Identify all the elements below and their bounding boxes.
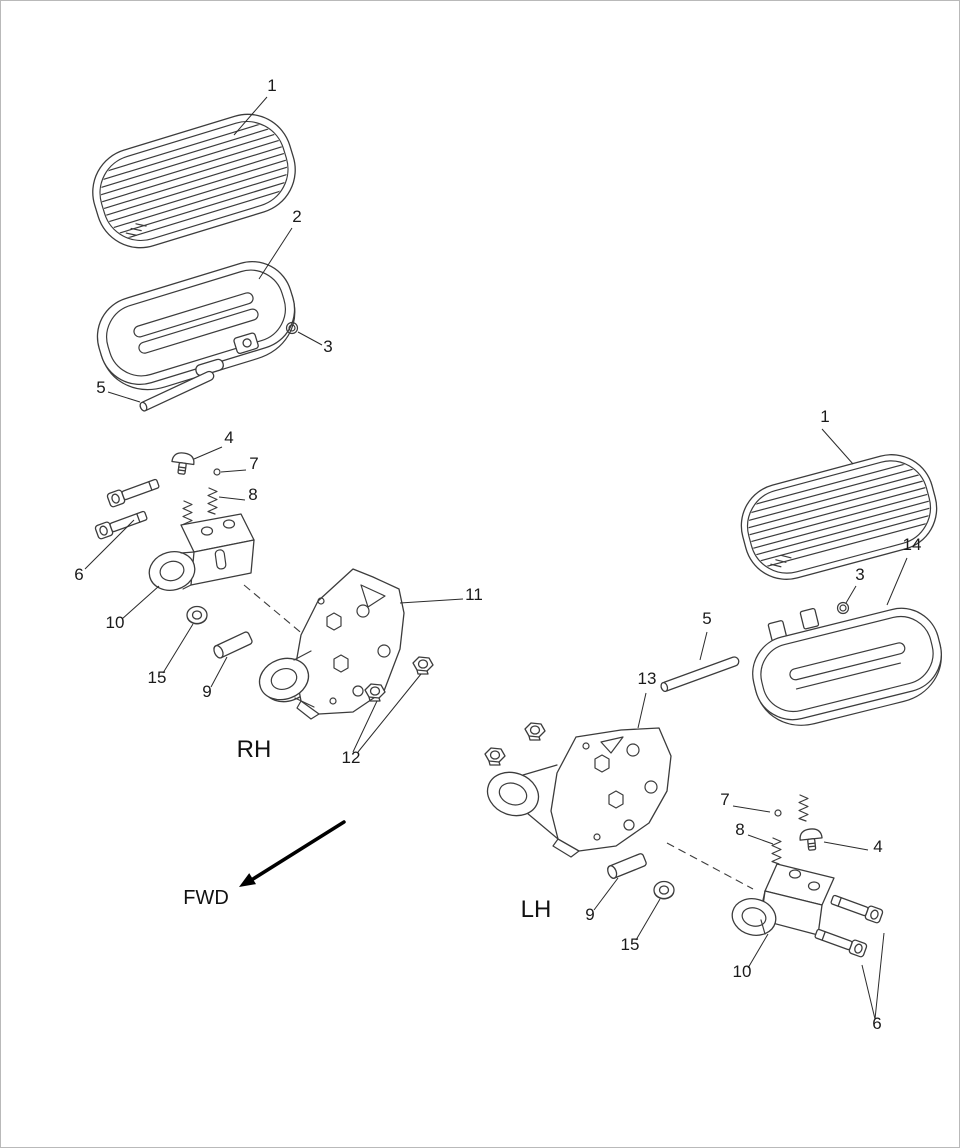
callout-rh-11: 11 bbox=[465, 585, 483, 604]
leader-line-rh-4 bbox=[193, 446, 223, 460]
callout-lh-13: 13 bbox=[638, 669, 657, 688]
leader-line-lh-6 bbox=[874, 932, 885, 1020]
leader-line-lh-6 bbox=[861, 964, 876, 1020]
lh-mount-block bbox=[731, 863, 835, 936]
rh-label: RH bbox=[237, 736, 272, 763]
leader-line-lh-4 bbox=[823, 841, 869, 851]
rh-detent-ball bbox=[213, 468, 221, 476]
leader-line-rh-10 bbox=[121, 585, 160, 620]
rh-floorboard-pad bbox=[91, 113, 297, 249]
leader-line-rh-3 bbox=[297, 331, 323, 346]
callout-lh-7: 7 bbox=[720, 790, 729, 809]
rh-bushing bbox=[186, 605, 208, 625]
leader-line-rh-6 bbox=[84, 519, 135, 570]
lh-detent-screw bbox=[798, 827, 824, 852]
callout-lh-10: 10 bbox=[733, 962, 752, 981]
leader-line-lh-7 bbox=[732, 805, 771, 813]
leader-line-lh-1 bbox=[821, 428, 854, 465]
fwd-label: FWD bbox=[183, 887, 229, 909]
leader-line-lh-10 bbox=[747, 933, 769, 969]
leader-line-rh-5 bbox=[107, 391, 141, 403]
callout-rh-9: 9 bbox=[202, 682, 211, 701]
callout-rh-6: 6 bbox=[74, 565, 83, 584]
leader-line-lh-13 bbox=[637, 692, 647, 729]
callout-lh-5: 5 bbox=[702, 609, 711, 628]
callout-rh-5: 5 bbox=[96, 378, 105, 397]
rh-cap-screw-a bbox=[93, 507, 149, 541]
lh-cap-screw-a bbox=[829, 891, 885, 925]
callout-rh-15: 15 bbox=[148, 668, 167, 687]
rh-spacer bbox=[213, 631, 253, 659]
lh-spacer bbox=[607, 853, 647, 879]
lh-hex-nut-b bbox=[484, 747, 506, 766]
callout-rh-8: 8 bbox=[248, 485, 257, 504]
callout-rh-12: 12 bbox=[342, 748, 361, 767]
rh-detent-screw bbox=[169, 450, 196, 477]
leader-line-rh-9 bbox=[210, 656, 228, 688]
callout-rh-4: 4 bbox=[224, 428, 233, 447]
rh-support-bracket bbox=[258, 568, 405, 720]
leader-line-lh-3 bbox=[845, 585, 857, 604]
lh-oring bbox=[836, 601, 850, 615]
leader-line-rh-1 bbox=[233, 96, 268, 136]
lh-floorboard-base bbox=[752, 607, 942, 726]
rh-base-clevis bbox=[233, 332, 259, 355]
leader-line-rh-11 bbox=[399, 598, 464, 604]
rh-spring-a bbox=[207, 487, 218, 515]
leader-line-rh-2 bbox=[258, 227, 293, 280]
callout-lh-6: 6 bbox=[872, 1014, 881, 1033]
lh-hex-nut-a bbox=[524, 722, 546, 741]
leader-line-lh-15 bbox=[635, 898, 661, 941]
rh-hex-nut-b bbox=[412, 656, 434, 675]
callout-lh-14: 14 bbox=[903, 535, 922, 554]
leader-line-lh-9 bbox=[593, 877, 619, 911]
lh-detent-ball bbox=[774, 809, 782, 817]
callout-lh-1: 1 bbox=[820, 407, 829, 426]
leader-line-rh-15 bbox=[162, 623, 194, 674]
callout-rh-7: 7 bbox=[249, 454, 258, 473]
rh-mount-block bbox=[148, 513, 255, 591]
leader-line-lh-5 bbox=[699, 631, 708, 661]
callout-lh-15: 15 bbox=[621, 935, 640, 954]
leader-line-rh-12 bbox=[357, 673, 422, 753]
rh-floorboard-base bbox=[96, 260, 296, 391]
lh-bushing bbox=[653, 880, 675, 900]
lh-spring-a bbox=[771, 837, 782, 865]
callout-rh-10: 10 bbox=[106, 613, 125, 632]
callout-lh-4: 4 bbox=[873, 837, 882, 856]
callout-rh-2: 2 bbox=[292, 207, 301, 226]
rh-pivot-pin bbox=[139, 370, 215, 412]
lh-pivot-pin bbox=[660, 656, 740, 692]
leader-line-rh-8 bbox=[218, 496, 246, 501]
lh-floorboard-pad bbox=[740, 454, 938, 580]
callout-lh-8: 8 bbox=[735, 820, 744, 839]
leader-line-rh-12 bbox=[352, 700, 378, 753]
rh-cap-screw-b bbox=[105, 475, 161, 509]
callout-lh-3: 3 bbox=[855, 565, 864, 584]
callout-rh-3: 3 bbox=[323, 337, 332, 356]
lh-support-bracket bbox=[486, 727, 672, 858]
lh-spring-b bbox=[798, 794, 809, 822]
lh-label: LH bbox=[521, 896, 552, 923]
leader-line-rh-7 bbox=[220, 469, 247, 473]
leader-line-lh-14 bbox=[886, 557, 908, 606]
lh-assembly-axis-line bbox=[666, 842, 754, 890]
lh-cap-screw-b bbox=[813, 925, 869, 959]
leader-line-lh-8 bbox=[747, 834, 774, 845]
callout-rh-1: 1 bbox=[267, 76, 276, 95]
fwd-arrow bbox=[239, 820, 346, 887]
callout-lh-9: 9 bbox=[585, 905, 594, 924]
